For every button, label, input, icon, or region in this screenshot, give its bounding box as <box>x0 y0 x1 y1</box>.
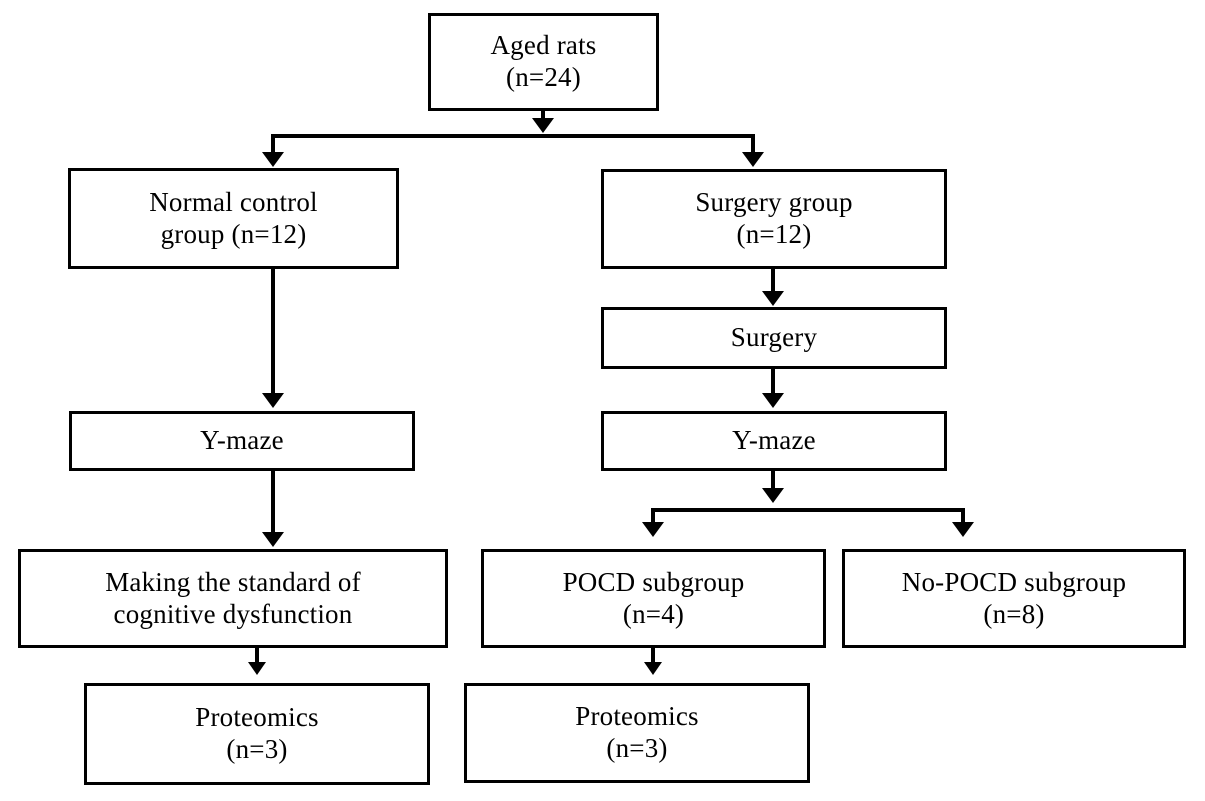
node-proteomics-left[interactable]: Proteomics (n=3) <box>84 683 430 785</box>
edge-pocd-to-proteomics-right <box>651 646 655 668</box>
edge-surgery-to-ymaze-right-arrowhead <box>762 393 784 408</box>
edge-normal-control-to-ymaze-left-arrowhead <box>262 393 284 408</box>
node-ymaze-right-line1: Y-maze <box>732 425 816 456</box>
node-ymaze-right[interactable]: Y-maze <box>601 411 947 471</box>
node-pocd-subgroup-line2: (n=4) <box>622 598 685 629</box>
node-pocd-subgroup-line1: POCD subgroup <box>562 566 745 597</box>
edge-ymaze-right-bus <box>651 508 965 512</box>
node-proteomics-right-line1: Proteomics <box>575 701 699 732</box>
edge-aged-rats-stem-arrowhead <box>532 118 554 133</box>
node-surgery-group-line1: Surgery group <box>695 187 853 218</box>
edge-surgery-to-ymaze-right <box>771 369 775 394</box>
node-no-pocd-subgroup-line1: No-POCD subgroup <box>901 566 1127 597</box>
node-making-the-standard-line2: cognitive dysfunction <box>113 598 353 629</box>
edge-surgery-group-to-surgery <box>771 268 775 293</box>
node-proteomics-right-line2: (n=3) <box>606 733 668 763</box>
node-surgery-line1: Surgery <box>730 322 818 353</box>
edge-ymaze-left-to-standard-arrowhead <box>262 532 284 547</box>
edge-standard-to-proteomics-left <box>255 646 259 668</box>
edge-ymaze-right-stem <box>771 470 775 498</box>
edge-pocd-to-proteomics-right-arrowhead <box>644 662 662 675</box>
edge-ymaze-right-stem-arrowhead <box>762 488 784 503</box>
edge-standard-to-proteomics-left-arrowhead <box>248 662 266 675</box>
node-ymaze-left-line1: Y-maze <box>200 425 284 456</box>
node-surgery-group-line2: (n=12) <box>736 219 812 249</box>
node-surgery-group[interactable]: Surgery group (n=12) <box>601 169 947 269</box>
node-normal-control-group-line2: group (n=12) <box>160 218 307 249</box>
node-aged-rats[interactable]: Aged rats (n=24) <box>428 13 659 111</box>
node-no-pocd-subgroup[interactable]: No-POCD subgroup (n=8) <box>842 549 1186 648</box>
node-making-the-standard-line1: Making the standard of <box>105 566 361 597</box>
edge-ymaze-left-to-standard <box>271 470 275 534</box>
edge-surgery-group-to-surgery-arrowhead <box>762 291 784 306</box>
node-aged-rats-line1: Aged rats <box>490 30 597 61</box>
node-ymaze-left[interactable]: Y-maze <box>69 411 415 471</box>
edge-ymaze-right-to-pocd-drop <box>651 508 655 528</box>
node-aged-rats-line2: (n=24) <box>506 62 581 92</box>
node-making-the-standard[interactable]: Making the standard of cognitive dysfunc… <box>18 549 448 648</box>
node-proteomics-left-line1: Proteomics <box>195 702 319 733</box>
node-no-pocd-subgroup-line2: (n=8) <box>983 598 1045 629</box>
edge-aged-rats-to-normal-control-arrowhead <box>262 152 284 167</box>
edge-ymaze-right-to-pocd-arrowhead <box>642 522 664 537</box>
edge-ymaze-right-to-no-pocd-arrowhead <box>952 522 974 537</box>
edge-normal-control-to-ymaze-left <box>271 268 275 396</box>
node-normal-control-group-line1: Normal control <box>149 186 318 217</box>
node-surgery[interactable]: Surgery <box>601 307 947 369</box>
node-pocd-subgroup[interactable]: POCD subgroup (n=4) <box>481 549 826 648</box>
node-normal-control-group[interactable]: Normal control group (n=12) <box>68 168 399 269</box>
node-proteomics-right[interactable]: Proteomics (n=3) <box>464 683 810 783</box>
edge-aged-rats-to-normal-control-drop <box>271 134 275 160</box>
edge-aged-rats-to-surgery-group-drop <box>751 134 755 160</box>
node-proteomics-left-line2: (n=3) <box>226 734 288 764</box>
edge-ymaze-right-to-no-pocd-drop <box>961 508 965 528</box>
edge-aged-rats-bus <box>271 134 755 138</box>
edge-aged-rats-to-surgery-group-arrowhead <box>742 152 764 167</box>
